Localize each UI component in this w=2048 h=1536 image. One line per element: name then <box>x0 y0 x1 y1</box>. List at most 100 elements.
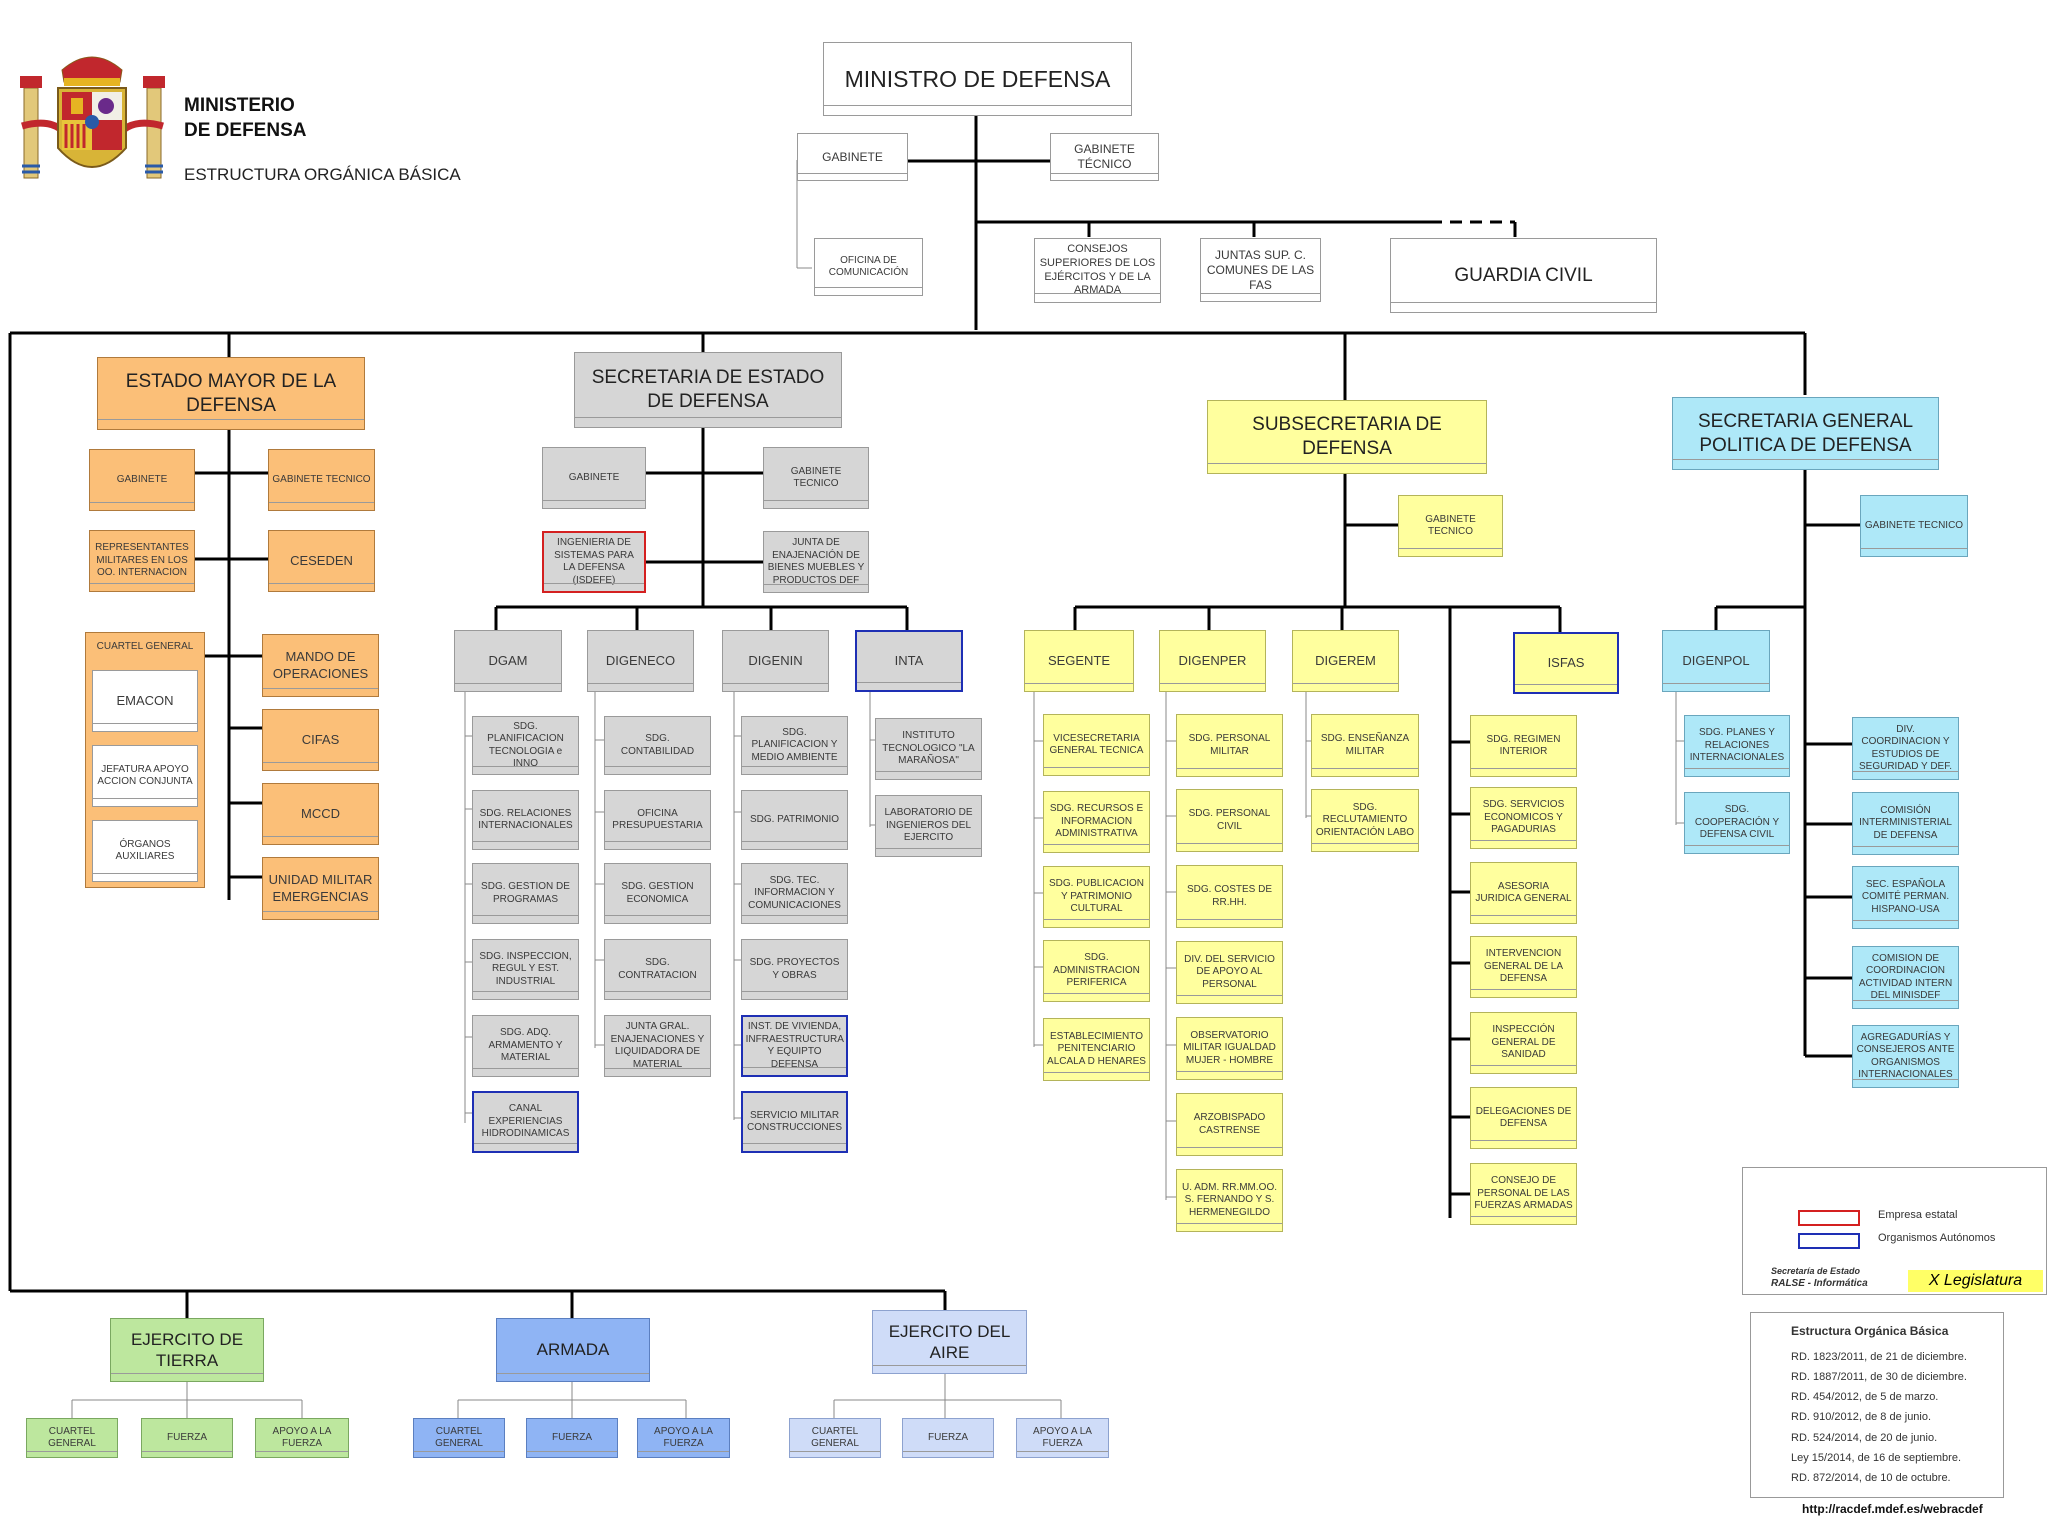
organos-auxiliares-box: ÓRGANOS AUXILIARES <box>92 820 198 882</box>
isfas-box: ISFAS <box>1513 632 1619 694</box>
digenpol-item: SDG. COOPERACIÓN Y DEFENSA CIVIL <box>1684 792 1790 854</box>
ref-item: RD. 524/2014, de 20 de junio. <box>1791 1432 1938 1444</box>
digeneco-item: SDG. CONTRATACION <box>604 939 711 1000</box>
tierra-apoyo: APOYO A LA FUERZA <box>255 1418 349 1458</box>
dgam-item: SDG. PLANIFICACION TECNOLOGIA e INNO <box>472 716 579 775</box>
consejos-superiores-box: CONSEJOS SUPERIORES DE LOS EJÉRCITOS Y D… <box>1034 238 1161 303</box>
digeneco-item: OFICINA PRESUPUESTARIA <box>604 790 711 850</box>
legend: Empresa estatal Organismos Autónomos Sec… <box>1742 1167 2047 1295</box>
segenpol-right-item: COMISIÓN INTERMINISTERIAL DE DEFENSA <box>1852 792 1959 855</box>
footer-url[interactable]: http://racdef.mdef.es/webracdef <box>1802 1502 1983 1516</box>
digenpol-box: DIGENPOL <box>1662 630 1770 692</box>
digenper-item: SDG. PERSONAL MILITAR <box>1176 714 1283 777</box>
segente-item: SDG. ADMINISTRACION PERIFERICA <box>1043 940 1150 1002</box>
cifas-box: CIFAS <box>262 709 379 771</box>
coat-of-arms-icon <box>20 56 165 179</box>
digenper-item: U. ADM. RR.MM.OO. S. FERNANDO Y S. HERME… <box>1176 1169 1283 1232</box>
segente-item: SDG. RECURSOS E INFORMACION ADMINISTRATI… <box>1043 791 1150 853</box>
ministro-box: MINISTRO DE DEFENSA <box>823 42 1132 116</box>
ministry-name-line1: MINISTERIO <box>184 95 295 116</box>
aire-cuartel-general: CUARTEL GENERAL <box>789 1418 881 1458</box>
armada-box: ARMADA <box>496 1318 650 1382</box>
digenin-item: SDG. PROYECTOS Y OBRAS <box>741 939 848 1000</box>
sedef-gabinete-tecnico: GABINETE TECNICO <box>763 447 869 509</box>
segenpol-box: SECRETARIA GENERAL POLITICA DE DEFENSA <box>1672 397 1939 470</box>
digenper-box: DIGENPER <box>1159 630 1266 692</box>
ref-item: RD. 1823/2011, de 21 de diciembre. <box>1791 1351 1967 1363</box>
ume-box: UNIDAD MILITAR EMERGENCIAS <box>262 857 379 920</box>
mando-operaciones-box: MANDO DE OPERACIONES <box>262 634 379 697</box>
subdef-other-item: SDG. SERVICIOS ECONOMICOS Y PAGADURIAS <box>1470 787 1577 849</box>
gabinete-tecnico-box: GABINETE TÉCNICO <box>1050 133 1159 181</box>
subdef-box: SUBSECRETARIA DE DEFENSA <box>1207 400 1487 474</box>
digenpol-item: SDG. PLANES Y RELACIONES INTERNACIONALES <box>1684 715 1790 777</box>
inta-item: LABORATORIO DE INGENIEROS DEL EJERCITO <box>875 795 982 857</box>
digerem-box: DIGEREM <box>1292 630 1399 692</box>
segente-box: SEGENTE <box>1024 630 1134 692</box>
digenper-item: DIV. DEL SERVICIO DE APOYO AL PERSONAL <box>1176 941 1283 1004</box>
junta-enajenacion-box: JUNTA DE ENAJENACIÓN DE BIENES MUEBLES Y… <box>763 531 869 593</box>
subdef-other-item: ASESORIA JURIDICA GENERAL <box>1470 862 1577 924</box>
digenper-item: ARZOBISPADO CASTRENSE <box>1176 1093 1283 1156</box>
inst-vivienda-box: INST. DE VIVIENDA, INFRAESTRUCTURA Y EQU… <box>741 1015 848 1077</box>
segenpol-right-item: SEC. ESPAÑOLA COMITÉ PERMAN. HISPANO-USA <box>1852 866 1959 929</box>
refs-title: Estructura Orgánica Básica <box>1791 1324 1949 1338</box>
segenpol-right-item: DIV. COORDINACION Y ESTUDIOS DE SEGURIDA… <box>1852 717 1959 780</box>
dgam-box: DGAM <box>454 630 562 692</box>
digeneco-item: SDG. CONTABILIDAD <box>604 716 711 775</box>
ejercito-aire-box: EJERCITO DEL AIRE <box>872 1310 1027 1374</box>
legislatura-badge: X Legislatura <box>1908 1270 2043 1292</box>
canal-experiencias-box: CANAL EXPERIENCIAS HIDRODINAMICAS <box>472 1091 579 1153</box>
ref-item: RD. 910/2012, de 8 de junio. <box>1791 1411 1932 1423</box>
armada-apoyo: APOYO A LA FUERZA <box>637 1418 730 1458</box>
legend-ralse: RALSE - Informática <box>1771 1278 1868 1289</box>
inta-item: INSTITUTO TECNOLOGICO "LA MARAÑOSA" <box>875 718 982 780</box>
subdef-other-item: SDG. REGIMEN INTERIOR <box>1470 715 1577 777</box>
legend-empresa: Empresa estatal <box>1878 1209 1958 1221</box>
emad-box: ESTADO MAYOR DE LA DEFENSA <box>97 357 365 430</box>
gabinete-box: GABINETE <box>797 133 908 181</box>
ref-item: Ley 15/2014, de 16 de septiembre. <box>1791 1452 1962 1464</box>
armada-fuerza: FUERZA <box>526 1418 618 1458</box>
chart-subtitle: ESTRUCTURA ORGÁNICA BÁSICA <box>184 165 461 184</box>
emacon-box: EMACON <box>92 670 198 732</box>
ref-item: RD. 454/2012, de 5 de marzo. <box>1791 1391 1939 1403</box>
segente-item: SDG. PUBLICACION Y PATRIMONIO CULTURAL <box>1043 866 1150 928</box>
segente-item: ESTABLECIMIENTO PENITENCIARIO ALCALA D H… <box>1043 1018 1150 1081</box>
digenper-item: OBSERVATORIO MILITAR IGUALDAD MUJER - HO… <box>1176 1017 1283 1080</box>
representantes-box: REPRESENTANTES MILITARES EN LOS OO. INTE… <box>89 530 195 592</box>
tierra-fuerza: FUERZA <box>141 1418 233 1458</box>
jefatura-box: JEFATURA APOYO ACCION CONJUNTA <box>92 745 198 807</box>
guardia-civil-box: GUARDIA CIVIL <box>1390 238 1657 313</box>
digenin-item: SDG. PLANIFICACION Y MEDIO AMBIENTE <box>741 716 848 775</box>
subdef-gabinete-tecnico: GABINETE TECNICO <box>1398 495 1503 557</box>
legend-blue-swatch <box>1798 1233 1860 1249</box>
subdef-other-item: DELEGACIONES DE DEFENSA <box>1470 1087 1577 1149</box>
isdefe-box: INGENIERIA DE SISTEMAS PARA LA DEFENSA (… <box>542 531 646 593</box>
aire-apoyo: APOYO A LA FUERZA <box>1016 1418 1109 1458</box>
ejercito-tierra-box: EJERCITO DE TIERRA <box>110 1318 264 1382</box>
dgam-item: SDG. GESTION DE PROGRAMAS <box>472 863 579 924</box>
legend-secretaria: Secretaría de Estado <box>1771 1266 1861 1276</box>
legend-organismos: Organismos Autónomos <box>1878 1232 1996 1244</box>
juntas-sup-box: JUNTAS SUP. C. COMUNES DE LAS FAS <box>1200 238 1321 302</box>
sedef-gabinete: GABINETE <box>542 447 646 509</box>
digerem-item: SDG. ENSEÑANZA MILITAR <box>1311 714 1419 777</box>
tierra-cuartel-general: CUARTEL GENERAL <box>26 1418 118 1458</box>
ceseden-box: CESEDEN <box>268 530 375 592</box>
subdef-other-item: INTERVENCION GENERAL DE LA DEFENSA <box>1470 936 1577 998</box>
digenin-box: DIGENIN <box>722 630 829 692</box>
digenper-item: SDG. COSTES DE RR.HH. <box>1176 865 1283 928</box>
legend-red-swatch <box>1798 1210 1860 1226</box>
sedef-box: SECRETARIA DE ESTADO DE DEFENSA <box>574 352 842 428</box>
legal-references: Estructura Orgánica Básica RD. 1823/2011… <box>1750 1312 2004 1498</box>
digenper-item: SDG. PERSONAL CIVIL <box>1176 789 1283 852</box>
dgam-item: SDG. ADQ. ARMAMENTO Y MATERIAL <box>472 1015 579 1077</box>
emad-gabinete-tecnico: GABINETE TECNICO <box>268 449 375 511</box>
aire-fuerza: FUERZA <box>902 1418 994 1458</box>
digeneco-box: DIGENECO <box>587 630 694 692</box>
segenpol-right-item: COMISION DE COORDINACION ACTIVIDAD INTER… <box>1852 946 1959 1009</box>
ministry-name-line2: DE DEFENSA <box>184 120 307 141</box>
ref-item: RD. 872/2014, de 10 de octubre. <box>1791 1472 1951 1484</box>
